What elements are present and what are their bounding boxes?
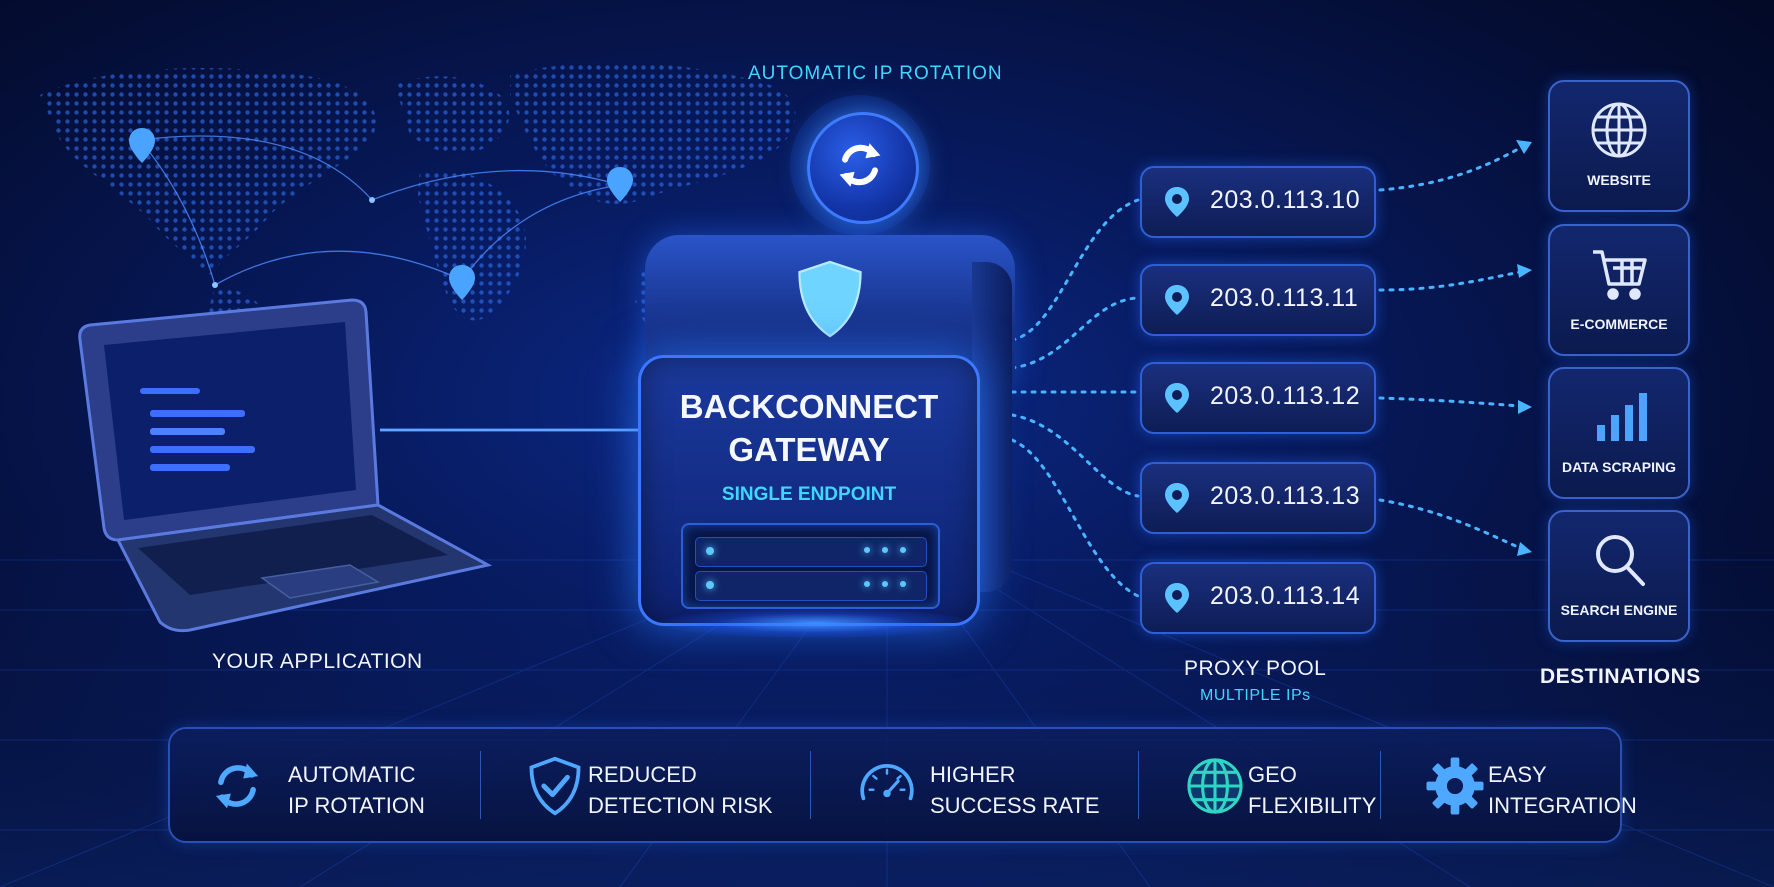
bar-chart-icon bbox=[1597, 393, 1647, 441]
destination-label: SEARCH ENGINE bbox=[1560, 602, 1678, 618]
proxy-ip: 203.0.113.11 bbox=[1210, 284, 1359, 312]
divider bbox=[480, 751, 481, 819]
backconnect-gateway: BACKCONNECT GATEWAY SINGLE ENDPOINT bbox=[638, 355, 980, 626]
divider bbox=[1380, 751, 1381, 819]
proxy-card: 203.0.113.14 bbox=[1140, 562, 1376, 634]
gateway-title-line2: GATEWAY bbox=[728, 431, 890, 468]
shield-check-icon bbox=[529, 756, 581, 816]
location-pin-icon bbox=[1165, 383, 1189, 413]
proxy-card: 203.0.113.13 bbox=[1140, 462, 1376, 534]
top-label: AUTOMATIC IP ROTATION bbox=[748, 63, 1003, 84]
destination-label: DATA SCRAPING bbox=[1561, 459, 1677, 475]
laptop bbox=[78, 298, 493, 633]
gear-icon bbox=[1426, 757, 1484, 815]
feature-text: HIGHER SUCCESS RATE bbox=[930, 759, 1100, 821]
proxy-ip: 203.0.113.10 bbox=[1210, 186, 1361, 214]
feature-line2: DETECTION RISK bbox=[588, 793, 773, 818]
feature-text: EASY INTEGRATION bbox=[1488, 759, 1637, 821]
proxy-card: 203.0.113.11 bbox=[1140, 264, 1376, 336]
proxy-ip: 203.0.113.14 bbox=[1210, 582, 1361, 610]
laptop-screen-lines bbox=[140, 388, 255, 471]
feature-line1: EASY bbox=[1488, 762, 1547, 787]
feature-item: EASY INTEGRATION bbox=[1388, 729, 1637, 841]
feature-line2: IP ROTATION bbox=[288, 793, 425, 818]
location-pin-icon bbox=[1165, 583, 1189, 613]
rotation-icon bbox=[839, 143, 881, 187]
destination-website: WEBSITE bbox=[1548, 80, 1690, 212]
gateway-subtitle: SINGLE ENDPOINT bbox=[721, 484, 897, 505]
divider bbox=[1138, 751, 1139, 819]
gateway-glow bbox=[660, 608, 970, 638]
feature-item: AUTOMATIC IP ROTATION bbox=[170, 729, 470, 841]
feature-line1: GEO bbox=[1248, 762, 1297, 787]
gateway-proxy-links bbox=[1010, 198, 1140, 598]
proxy-pool-subcaption: MULTIPLE IPs bbox=[1200, 687, 1311, 704]
server-slot bbox=[695, 571, 927, 601]
features-bar: AUTOMATIC IP ROTATION REDUCED DETECTION … bbox=[168, 727, 1637, 843]
feature-line1: REDUCED bbox=[588, 762, 697, 787]
proxy-ip: 203.0.113.12 bbox=[1210, 382, 1361, 410]
shield-icon bbox=[798, 260, 862, 338]
location-pin-icon bbox=[1165, 285, 1189, 315]
destinations-caption: DESTINATIONS bbox=[1540, 665, 1701, 688]
location-pin-icon bbox=[1165, 483, 1189, 513]
divider bbox=[810, 751, 811, 819]
proxy-ip: 203.0.113.13 bbox=[1210, 482, 1361, 510]
feature-item: REDUCED DETECTION RISK bbox=[488, 729, 788, 841]
feature-item: GEO FLEXIBILITY bbox=[1148, 729, 1388, 841]
destination-search-engine: SEARCH ENGINE bbox=[1548, 510, 1690, 642]
feature-line2: FLEXIBILITY bbox=[1248, 793, 1377, 818]
gateway-title-line1: BACKCONNECT bbox=[679, 388, 939, 425]
proxy-card: 203.0.113.12 bbox=[1140, 362, 1376, 434]
proxy-destination-links bbox=[1378, 146, 1522, 550]
laptop-caption: YOUR APPLICATION bbox=[212, 650, 423, 673]
globe-icon bbox=[1591, 102, 1647, 158]
rotation-icon bbox=[215, 763, 259, 809]
feature-line1: AUTOMATIC bbox=[288, 762, 416, 787]
destination-ecommerce: E-COMMERCE bbox=[1548, 224, 1690, 356]
map-pins bbox=[129, 128, 633, 300]
feature-line1: HIGHER bbox=[930, 762, 1016, 787]
destination-label: E-COMMERCE bbox=[1570, 316, 1668, 332]
server-rack bbox=[681, 523, 940, 609]
rotation-badge bbox=[807, 112, 919, 224]
feature-text: GEO FLEXIBILITY bbox=[1248, 759, 1376, 821]
proxy-card: 203.0.113.10 bbox=[1140, 166, 1376, 238]
feature-text: REDUCED DETECTION RISK bbox=[588, 759, 773, 821]
speedometer-icon bbox=[860, 764, 914, 801]
shopping-cart-icon bbox=[1593, 250, 1647, 300]
globe-icon bbox=[1187, 758, 1243, 814]
arrow-heads bbox=[1516, 140, 1532, 556]
feature-item: HIGHER SUCCESS RATE bbox=[820, 729, 1120, 841]
feature-line2: SUCCESS RATE bbox=[930, 793, 1100, 818]
location-pin-icon bbox=[1165, 187, 1189, 217]
proxy-pool-caption: PROXY POOL bbox=[1184, 657, 1327, 680]
server-slot bbox=[695, 537, 927, 567]
feature-line2: INTEGRATION bbox=[1488, 793, 1637, 818]
search-icon bbox=[1596, 535, 1645, 586]
destination-label: WEBSITE bbox=[1587, 172, 1651, 188]
destination-data-scraping: DATA SCRAPING bbox=[1548, 367, 1690, 499]
feature-text: AUTOMATIC IP ROTATION bbox=[288, 759, 425, 821]
map-connection-lines bbox=[139, 135, 621, 286]
